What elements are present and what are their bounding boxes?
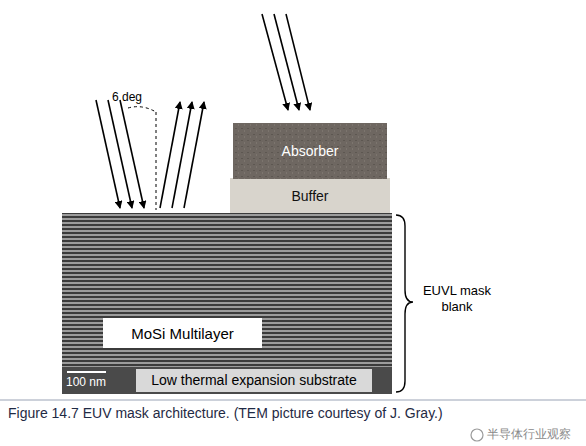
absorber-layer bbox=[233, 123, 387, 179]
caption-rule bbox=[0, 400, 586, 401]
absorber-box: Absorber bbox=[233, 123, 387, 179]
node-text: MoSi Multilayer bbox=[131, 325, 234, 342]
substrate-label-ground bbox=[136, 369, 372, 392]
incident-rays bbox=[96, 100, 144, 208]
substrate-label: Low thermal expansion substrate bbox=[138, 372, 370, 390]
reflected-rays bbox=[160, 102, 204, 208]
buffer-box: Buffer bbox=[230, 178, 390, 213]
node-text: Buffer bbox=[291, 188, 328, 204]
surface-normal bbox=[156, 112, 157, 210]
scale-label: 100 nm bbox=[66, 375, 132, 390]
figure-caption: Figure 14.7 EUV mask architecture. (TEM … bbox=[8, 405, 443, 421]
bracket-label: EUVL mask blank bbox=[416, 283, 498, 316]
buffer-layer bbox=[230, 178, 390, 213]
watermark: 半导体行业观察 bbox=[487, 427, 579, 442]
layer-label-box: MoSi Multilayer bbox=[103, 318, 262, 348]
substrate bbox=[62, 367, 392, 394]
multilayer-stack bbox=[62, 213, 392, 368]
node-text: Absorber bbox=[282, 143, 339, 159]
absorber-rays bbox=[262, 14, 310, 110]
scale-bar bbox=[67, 371, 106, 373]
angle-label: 6 deg bbox=[112, 90, 152, 105]
watermark-icon bbox=[471, 429, 483, 441]
angle-arc bbox=[128, 107, 156, 112]
brace bbox=[396, 215, 413, 392]
